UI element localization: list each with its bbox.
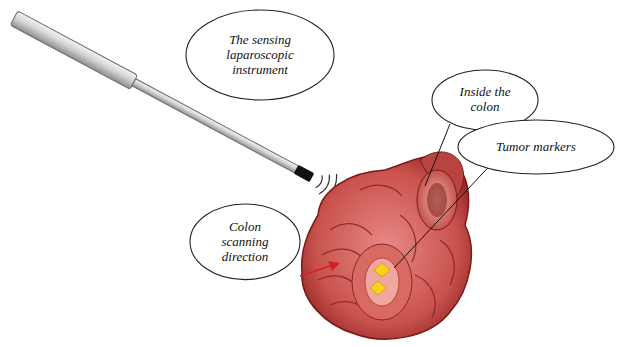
colon-illustration (302, 152, 472, 339)
label-text: Colon scanning direction (214, 220, 276, 265)
label-ellipse: The sensing laparoscopic instrument (185, 9, 335, 101)
label-text-holder: Colon scanning direction (214, 220, 276, 265)
tumor-marker (370, 281, 386, 295)
label-text-holder: Inside the colon (453, 85, 517, 115)
label-text-holder: Tumor markers (486, 140, 586, 155)
label-text: Inside the colon (453, 85, 517, 115)
laparoscopic-instrument (7, 5, 341, 203)
label-ellipse: Colon scanning direction (189, 203, 301, 281)
scan-direction-arrow (300, 261, 340, 276)
tumor-marker (374, 263, 390, 277)
label-ellipse: Tumor markers (457, 119, 615, 175)
label-text-holder: The sensing laparoscopic instrument (218, 33, 302, 78)
label-text: Tumor markers (486, 140, 586, 155)
label-text: The sensing laparoscopic instrument (218, 33, 302, 78)
